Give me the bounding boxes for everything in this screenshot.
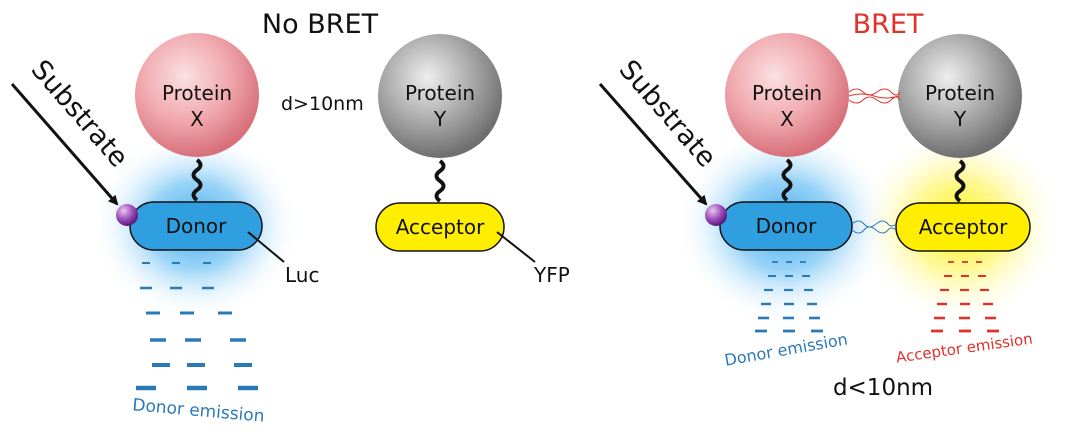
protein-y-ball <box>898 34 1022 158</box>
donor-pill <box>719 201 853 251</box>
acceptor-emission-waves <box>931 261 999 333</box>
protein-x-ball <box>135 33 259 157</box>
protein-x-letter: X <box>190 107 204 131</box>
donor-pill <box>129 201 263 251</box>
yfp-pointer <box>496 231 536 263</box>
protein-y-label: Protein <box>405 81 475 105</box>
protein-y-letter: Y <box>953 107 967 131</box>
acceptor-label: Acceptor <box>396 215 485 239</box>
protein-y-label: Protein <box>925 81 995 105</box>
donor-label: Donor <box>166 214 228 238</box>
linker-y <box>954 159 966 203</box>
donor-emission-waves <box>755 261 823 333</box>
substrate-label: Substrate <box>613 54 722 173</box>
linker-x <box>781 158 793 202</box>
luc-pointer <box>247 231 285 263</box>
protein-x-ball <box>725 33 849 157</box>
distance-label-near: d<10nm <box>833 375 933 401</box>
panel-bret: BRET Protein X Protein Y Donor Acceptor <box>598 9 1065 401</box>
substrate-arrow <box>10 83 119 206</box>
substrate-arrow <box>598 83 708 206</box>
donor-emission-waves <box>136 262 258 391</box>
acceptor-emission-label: Acceptor emission <box>895 330 1034 367</box>
donor-label: Donor <box>756 214 818 238</box>
protein-y-ball <box>378 34 502 158</box>
acceptor-pill <box>375 202 505 252</box>
distance-label-far: d>10nm <box>281 93 364 115</box>
protein-x-label: Protein <box>752 81 822 105</box>
donor-emission-label: Donor emission <box>132 395 266 426</box>
acceptor-pill <box>895 202 1031 252</box>
substrate-bead <box>116 204 138 226</box>
protein-x-label: Protein <box>162 81 232 105</box>
donor-emission-label: Donor emission <box>723 329 849 369</box>
protein-x-letter: X <box>780 107 794 131</box>
linker-y <box>434 159 446 203</box>
substrate-label: Substrate <box>25 54 134 173</box>
acceptor-label: Acceptor <box>919 215 1008 239</box>
yfp-label: YFP <box>533 263 570 287</box>
linker-x <box>191 158 203 202</box>
substrate-bead <box>705 204 727 226</box>
protein-y-letter: Y <box>433 107 447 131</box>
energy-transfer-link <box>851 220 897 234</box>
panel-title-bret: BRET <box>853 9 924 40</box>
luc-label: Luc <box>285 263 319 287</box>
panel-title-no-bret: No BRET <box>262 9 379 40</box>
protein-interaction-link <box>848 88 901 104</box>
panel-no-bret: No BRET Protein X Donor Substrate Luc d>… <box>10 9 570 427</box>
